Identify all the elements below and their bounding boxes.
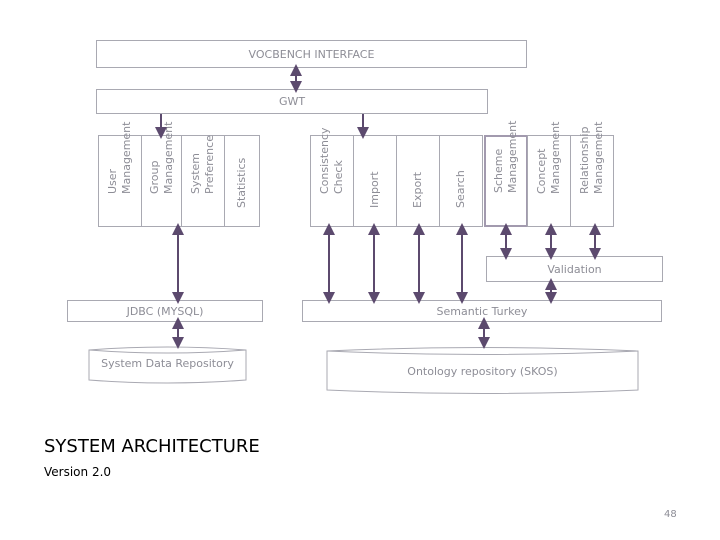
gwt-box: GWT <box>96 89 488 114</box>
module-export: Export <box>396 135 440 227</box>
module-user-management: User Management <box>98 122 142 227</box>
vocbench-interface-box: VOCBENCH INTERFACE <box>96 40 527 68</box>
validation-box: Validation <box>486 256 663 282</box>
system-data-repository-cylinder: System Data Repository <box>88 344 247 386</box>
module-system-preference: System Preference <box>181 135 225 227</box>
module-relationship-management: Relationship Management <box>570 122 614 227</box>
slide-title: SYSTEM ARCHITECTURE <box>44 436 260 457</box>
jdbc-box: JDBC (MYSQL) <box>67 300 263 322</box>
module-statistics: Statistics <box>224 135 260 227</box>
module-consistency-check: Consistency Check <box>310 127 354 227</box>
page-number: 48 <box>664 509 677 520</box>
ontology-repo-label: Ontology repository (SKOS) <box>407 365 558 378</box>
ontology-repository-cylinder: Ontology repository (SKOS) <box>326 344 639 397</box>
system-repo-label: System Data Repository <box>101 357 234 370</box>
module-group-management: Group Management <box>141 122 182 227</box>
version-label: Version 2.0 <box>44 465 112 479</box>
module-search: Search <box>439 135 483 227</box>
module-concept-management: Concept Management <box>527 122 571 227</box>
